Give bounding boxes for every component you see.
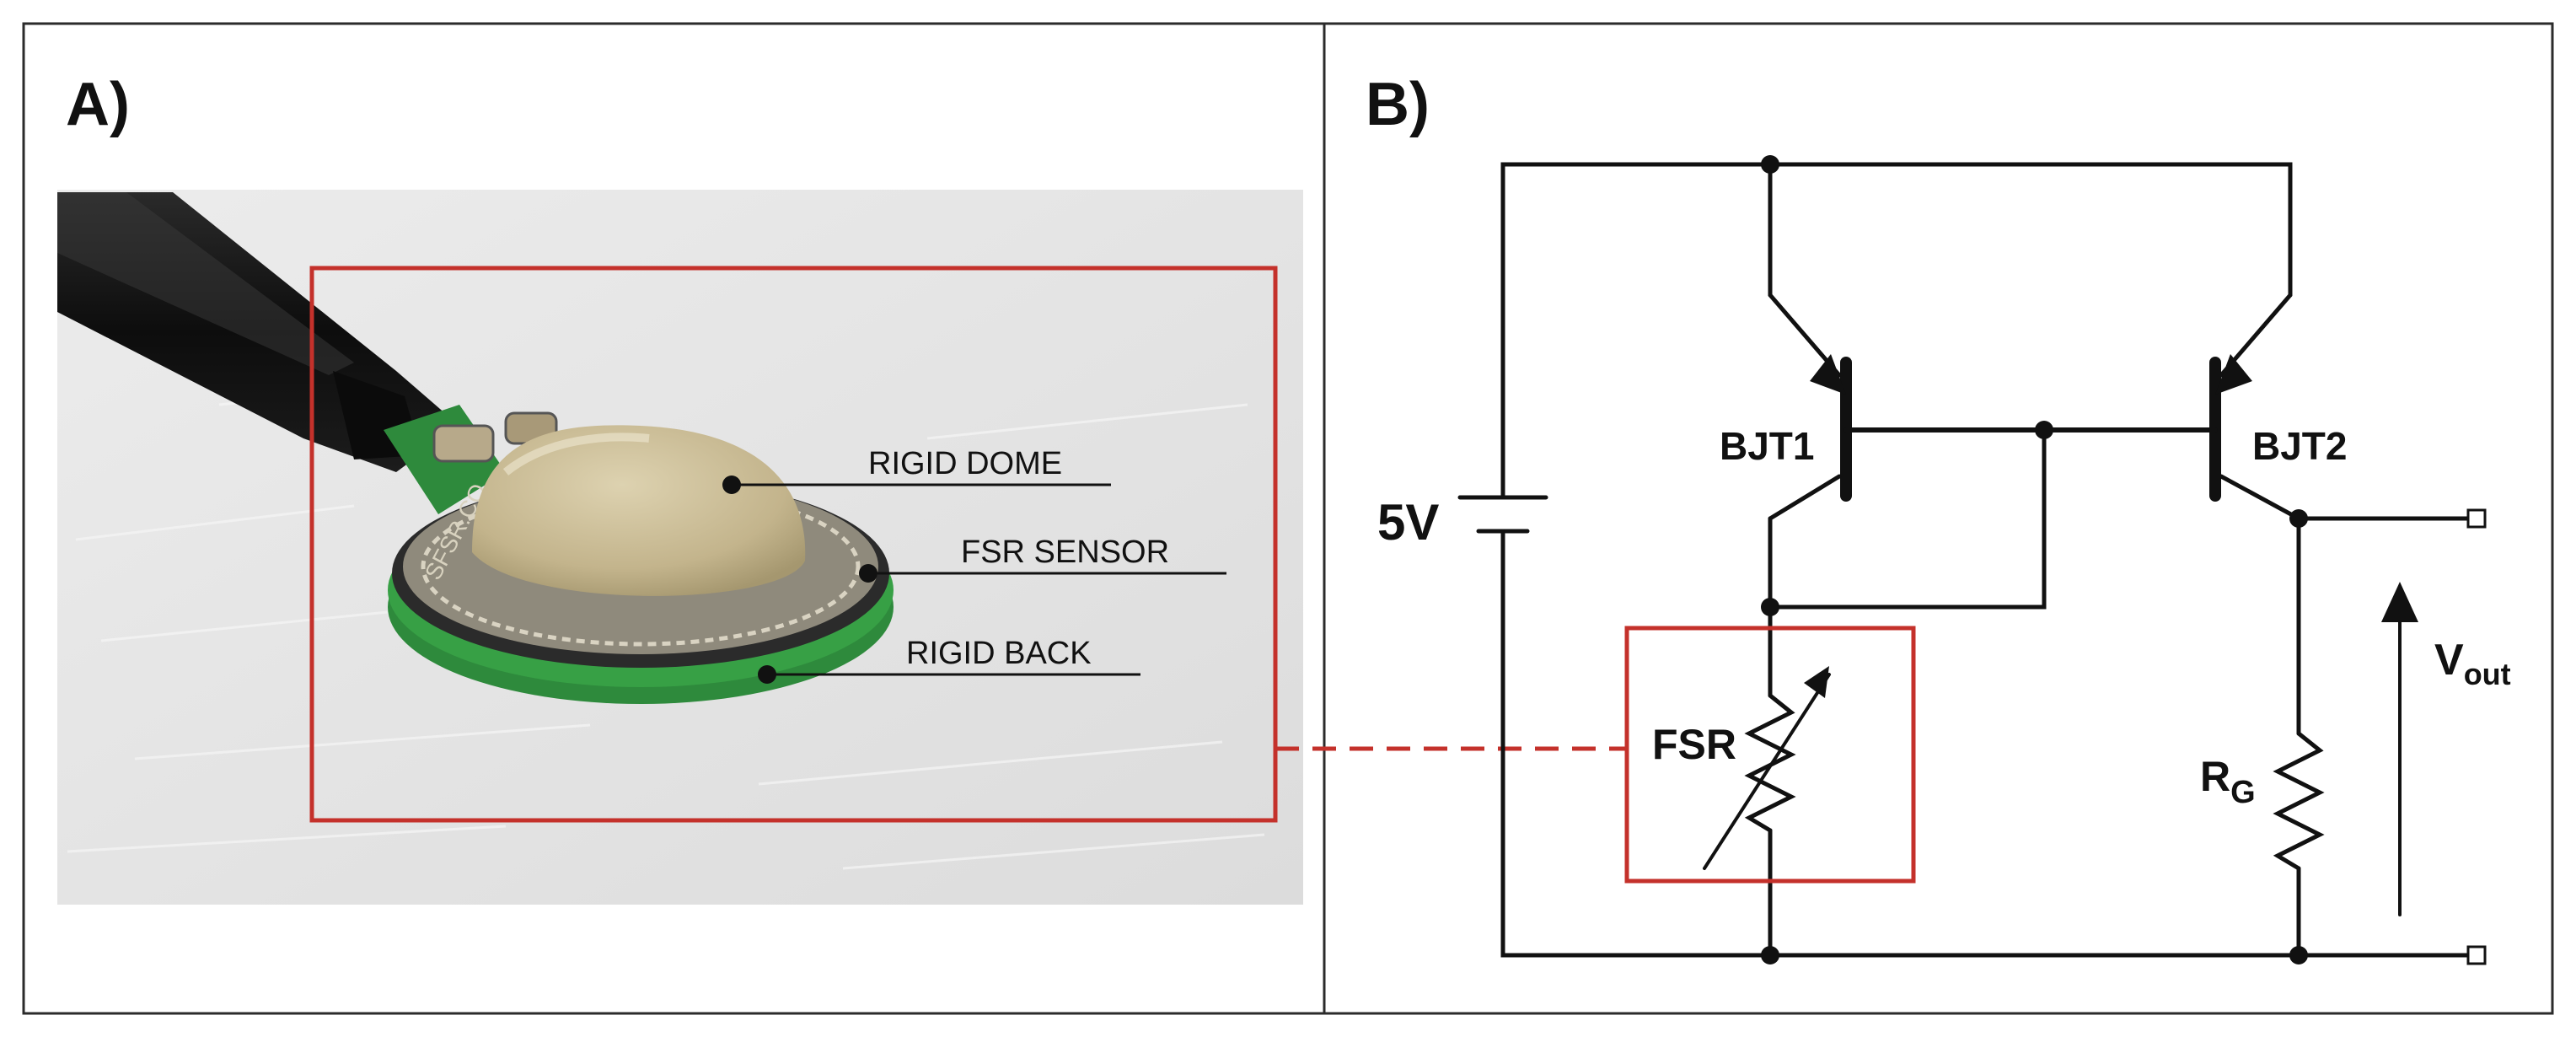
- panel-b: B): [1366, 71, 2511, 965]
- callout-rigid-back: RIGID BACK: [758, 636, 1140, 684]
- terminal-bottom: [2466, 945, 2487, 965]
- panel-a: A): [57, 71, 1303, 905]
- panel-b-letter: B): [1366, 71, 1430, 138]
- label-5v: 5V: [1377, 494, 1439, 551]
- fsr-highlight-box: [1624, 626, 1916, 884]
- label-rg-main: R: [2200, 753, 2230, 800]
- label-rigid-dome: RIGID DOME: [868, 446, 1062, 481]
- battery-symbol: [1457, 326, 1548, 546]
- wire-bottom-rail: [1500, 541, 2471, 958]
- label-vout-main: V: [2434, 636, 2464, 685]
- label-vout: Vout: [2434, 636, 2511, 691]
- panel-a-letter: A): [66, 71, 130, 138]
- label-fsr: FSR: [1652, 721, 1736, 768]
- vout-arrow: [2381, 582, 2418, 916]
- rg-resistor: [2273, 516, 2325, 958]
- callout-fsr-sensor: FSR SENSOR: [859, 535, 1226, 583]
- sensor-photo: SFSR.CO RIGID DOME FSR SENSOR RIGID BACK: [57, 190, 1303, 905]
- junction-dots: [1761, 155, 2308, 964]
- rigid-dome: [472, 425, 806, 596]
- terminal-top: [2466, 508, 2487, 529]
- bjt2-emitter-arrow: [2215, 354, 2252, 395]
- label-vout-sub: out: [2464, 657, 2511, 691]
- fsr-resistor: [1703, 604, 1831, 958]
- label-bjt1: BJT1: [1720, 424, 1814, 468]
- circuit-schematic: [1457, 162, 2473, 958]
- label-fsr-sensor: FSR SENSOR: [961, 535, 1169, 570]
- label-rigid-back: RIGID BACK: [906, 636, 1092, 671]
- photo-highlight-box: [309, 266, 1278, 823]
- bjt1-symbol: [1768, 162, 2047, 610]
- wire-base-tie: [1768, 427, 2047, 610]
- label-rg: RG: [2200, 753, 2256, 810]
- bjt1-emitter-arrow: [1810, 354, 1846, 395]
- label-rg-sub: G: [2230, 775, 2256, 810]
- label-bjt2: BJT2: [2252, 424, 2347, 468]
- callout-dome: RIGID DOME: [722, 446, 1111, 494]
